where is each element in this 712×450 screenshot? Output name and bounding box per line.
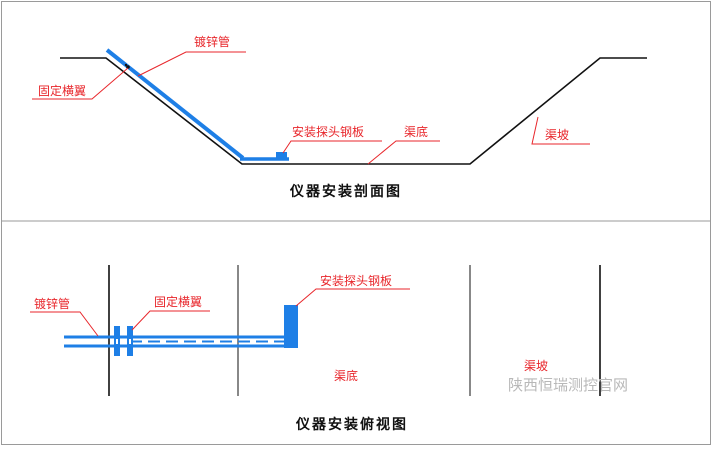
leader-galvanized-pipe-top <box>30 311 99 337</box>
fixed-crossbar-marker <box>126 65 130 69</box>
top-caption: 仪器安装俯视图 <box>295 416 408 433</box>
leader-probe-plate-top <box>295 288 410 307</box>
label-channel-slope: 渠坡 <box>545 128 569 142</box>
label-fixed-crossbar: 固定横翼 <box>38 83 86 98</box>
crossbar-gap <box>129 339 131 344</box>
leader-galvanized-pipe <box>137 51 246 77</box>
section-view: 镀锌管 固定横翼 安装探头钢板 渠底 渠坡 仪器安装剖面图 <box>32 34 647 200</box>
label-channel-slope-top: 渠坡 <box>524 359 548 373</box>
watermark: 陕西恒瑞测控官网 <box>508 376 628 394</box>
label-channel-bottom-top: 渠底 <box>334 368 358 383</box>
leader-fixed-crossbar-top <box>131 310 210 331</box>
galvanized-pipe-section <box>105 48 245 160</box>
leader-fixed-crossbar <box>32 67 129 100</box>
leader-channel-bottom <box>367 140 440 165</box>
crossbar-gap <box>116 339 118 344</box>
label-channel-bottom: 渠底 <box>404 124 428 139</box>
label-probe-plate: 安装探头钢板 <box>292 124 364 139</box>
label-fixed-crossbar-top: 固定横翼 <box>154 294 202 309</box>
probe-plate-section <box>276 152 287 158</box>
label-probe-plate-top: 安装探头钢板 <box>320 273 392 288</box>
section-caption: 仪器安装剖面图 <box>289 183 402 200</box>
probe-plate-top <box>284 305 298 348</box>
label-galvanized-pipe: 镀锌管 <box>194 34 230 49</box>
fixed-crossbar-marker <box>124 63 128 67</box>
leader-channel-slope <box>531 116 590 145</box>
top-view: 镀锌管 固定横翼 安装探头钢板 渠底 渠坡 陕西恒瑞测控官网 仪器安装俯视图 <box>30 265 628 433</box>
channel-profile <box>60 57 647 165</box>
leader-probe-plate <box>282 140 382 154</box>
label-galvanized-pipe-top: 镀锌管 <box>34 296 70 311</box>
